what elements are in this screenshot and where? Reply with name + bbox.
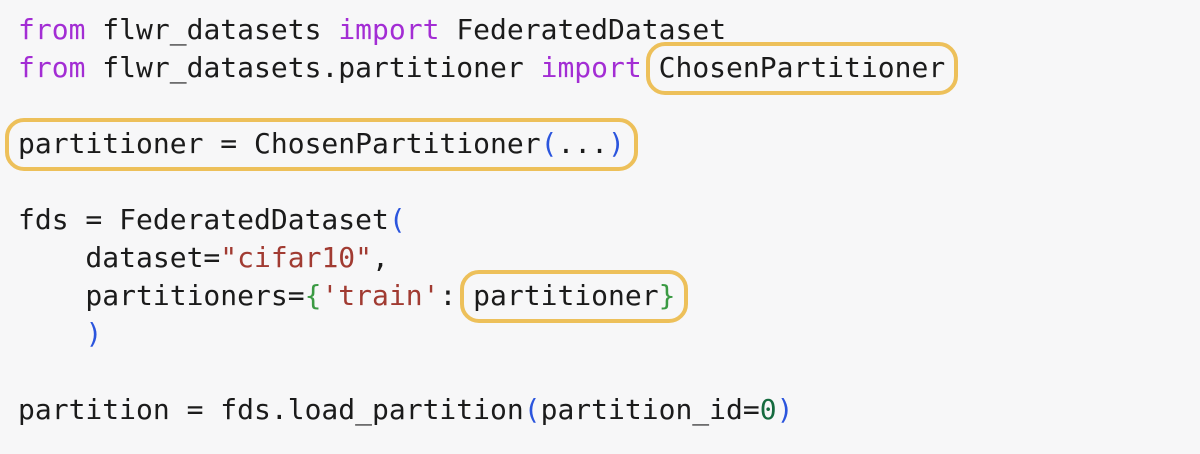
chosen-partitioner-ring: ChosenPartitioner: [645, 42, 959, 95]
line-partitioners-arg: partitioners={'train': partitioner}: [18, 270, 1200, 323]
token-text: partition_id=: [540, 393, 760, 426]
line-import-federateddataset: from flwr_datasets import FederatedDatas…: [18, 11, 1200, 49]
token-text: ...: [557, 127, 609, 160]
token-string: 'train': [321, 279, 440, 312]
line-blank: [18, 353, 1200, 391]
token-text: flwr_datasets: [85, 13, 339, 46]
token-text: fds = FederatedDataset: [18, 203, 389, 236]
token-paren: (: [388, 203, 406, 236]
token-text: [18, 317, 85, 350]
token-paren: (: [523, 393, 541, 426]
token-text: partitioner = ChosenPartitioner: [18, 127, 541, 160]
token-text: FederatedDataset: [439, 13, 727, 46]
token-keyword: from: [18, 51, 86, 84]
token-paren: ): [776, 393, 794, 426]
token-paren: ): [608, 127, 625, 160]
line-dataset-arg: dataset="cifar10",: [18, 239, 1200, 277]
token-keyword: import: [540, 51, 642, 84]
token-number: 0: [759, 393, 777, 426]
token-keyword: import: [338, 13, 440, 46]
token-text: partitioners=: [18, 279, 305, 312]
token-string: "cifar10": [220, 241, 373, 274]
token-paren: (: [540, 127, 558, 160]
token-text: dataset=: [18, 241, 221, 274]
partitioner-usage-ring: partitioner}: [460, 270, 689, 323]
token-brace: {: [304, 279, 322, 312]
token-paren: ): [85, 317, 103, 350]
token-text: flwr_datasets.partitioner: [85, 51, 541, 84]
token-text: ,: [372, 241, 389, 274]
line-close-paren: ): [18, 315, 1200, 353]
token-brace: }: [658, 279, 676, 312]
line-import-chosenpartitioner: from flwr_datasets.partitioner import Ch…: [18, 42, 1200, 95]
token-keyword: from: [18, 13, 86, 46]
token-text: ChosenPartitioner: [658, 51, 946, 84]
code-snippet: from flwr_datasets import FederatedDatas…: [5, 11, 1200, 429]
line-create-partitioner: partitioner = ChosenPartitioner(...): [5, 118, 1200, 171]
partitioner-assignment-ring: partitioner = ChosenPartitioner(...): [5, 118, 638, 171]
line-fds-constructor: fds = FederatedDataset(: [18, 201, 1200, 239]
token-text: partitioner: [473, 279, 659, 312]
token-text: :: [439, 279, 474, 312]
line-load-partition: partition = fds.load_partition(partition…: [18, 391, 1200, 429]
token-text: partition = fds.load_partition: [18, 393, 524, 426]
